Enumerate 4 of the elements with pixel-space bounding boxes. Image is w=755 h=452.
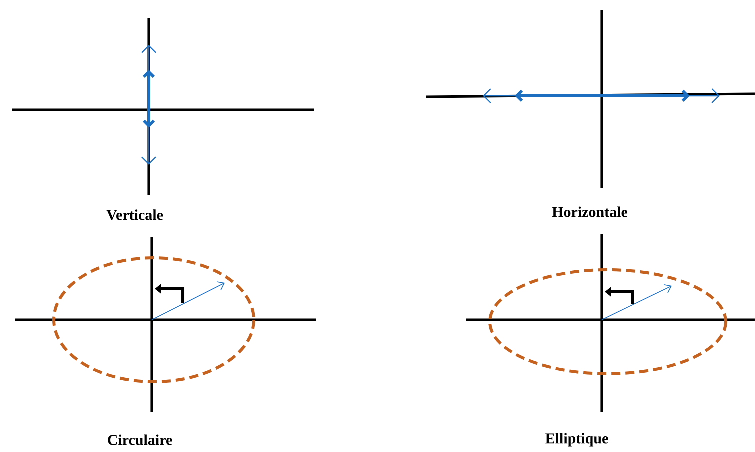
panel-caption: Horizontale — [552, 206, 628, 218]
panel-caption: Elliptique — [546, 433, 608, 447]
panel-caption: Circulaire — [108, 434, 172, 446]
panel-caption: Verticale — [106, 210, 164, 220]
